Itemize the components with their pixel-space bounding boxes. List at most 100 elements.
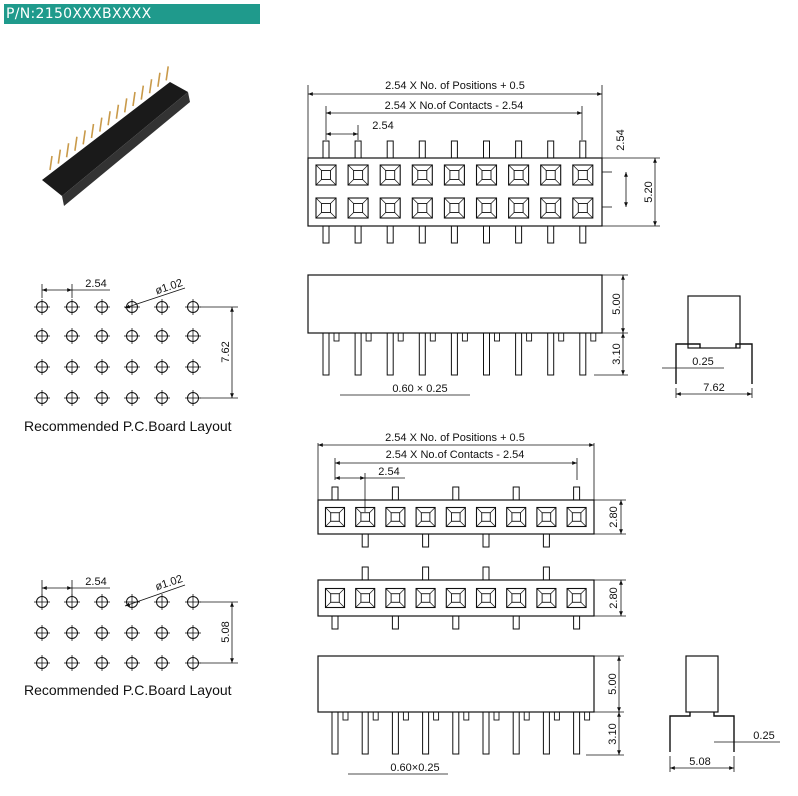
contact-cell <box>415 587 436 609</box>
side-pin-stub <box>494 332 500 342</box>
dim-contacts: 2.54 X No.of Contacts - 2.54 <box>385 100 524 112</box>
contact-cell <box>324 587 346 609</box>
pcb2-caption: Recommended P.C.Board Layout <box>24 682 232 698</box>
pcb-hole <box>154 390 170 406</box>
pcb-hole <box>94 299 110 315</box>
dim-pin-thickness: 0.25 <box>692 356 713 368</box>
contact-cell <box>315 197 337 219</box>
side-pin-stub <box>493 711 500 721</box>
lower-end-view: 5.08 0.25 <box>669 655 780 772</box>
contact-cell <box>415 506 436 528</box>
product-photo <box>42 66 190 206</box>
side-pin <box>547 332 555 376</box>
pcb-hole <box>94 594 110 610</box>
pcb-hole <box>185 625 201 641</box>
pcb-hole <box>64 328 80 344</box>
pcb-layout-2: 2.54 ø1.02 5.08 Recommended P.C.Board La… <box>24 573 238 698</box>
photo-pin <box>157 72 161 87</box>
side-pin-stub <box>461 332 468 342</box>
contact-cell <box>445 587 466 609</box>
lower-dim-height-a: 2.80 <box>608 506 620 527</box>
pin-bottom <box>418 225 426 244</box>
side-pin <box>418 332 426 376</box>
lower-dim-contacts: 2.54 X No.of Contacts - 2.54 <box>386 449 525 461</box>
contact-cell <box>572 197 594 219</box>
side-pin-stub <box>553 711 560 721</box>
side-pin <box>512 711 520 755</box>
side-pin-stub <box>463 711 470 721</box>
photo-pin <box>107 111 111 126</box>
pcb-hole <box>124 359 140 375</box>
lower-dim-width: 5.08 <box>689 756 710 768</box>
photo-pin <box>140 85 145 100</box>
pin-bottom <box>322 225 330 244</box>
side-pin-stub <box>433 711 440 721</box>
end-view: 7.62 0.25 <box>662 295 753 398</box>
pcb-hole <box>94 625 110 641</box>
side-pin <box>450 332 458 376</box>
side-pin-stub <box>526 332 533 342</box>
pcb-hole <box>185 655 201 671</box>
pin-top <box>450 140 458 159</box>
side-pin-stub <box>558 332 565 342</box>
photo-pin <box>90 123 95 139</box>
lower-dim-pin-thickness: 0.25 <box>753 730 774 742</box>
pin-bottom <box>452 615 460 630</box>
contact-cell <box>540 164 562 186</box>
side-pin-stub <box>397 332 404 342</box>
lower-dim-positions: 2.54 X No. of Positions + 0.5 <box>385 432 525 444</box>
pin-bottom <box>547 225 555 244</box>
pcb-hole <box>124 390 140 406</box>
contact-cell <box>355 587 376 609</box>
pcb-hole <box>94 390 110 406</box>
photo-pin <box>82 130 86 145</box>
side-pin-stub <box>333 332 340 342</box>
pcb-hole <box>64 655 80 671</box>
side-pin <box>452 711 460 755</box>
contact-cell <box>566 587 587 609</box>
pin-bottom <box>422 533 430 548</box>
pin-bottom <box>573 615 581 630</box>
pcb-hole <box>34 655 50 671</box>
contact-cell <box>445 506 466 528</box>
lower-top-view: 2.54 X No. of Positions + 0.5 2.54 X No.… <box>317 432 626 630</box>
pcb-layout-1: 2.54 ø1.02 7.62 Recommended P.C.Board La… <box>24 277 238 434</box>
pin-bottom <box>386 225 394 244</box>
pcb-hole <box>185 594 201 610</box>
side-pin <box>573 711 581 755</box>
pin-top <box>331 486 339 501</box>
pin-top <box>418 140 426 159</box>
pcb-hole <box>124 328 140 344</box>
contact-cell <box>411 164 433 186</box>
pcb-hole <box>34 299 50 315</box>
part-number-banner: P/N:2150XXXBXXXX <box>4 4 260 24</box>
dim-row-pitch: 2.54 <box>615 129 627 150</box>
pcb-hole <box>34 328 50 344</box>
pcb-hole <box>154 625 170 641</box>
pcb-hole <box>34 390 50 406</box>
lower-dim-pin: 3.10 <box>607 723 619 744</box>
contact-cell <box>475 164 498 186</box>
contact-cell <box>443 164 465 186</box>
pcb-hole <box>185 328 201 344</box>
side-pin <box>331 711 339 755</box>
photo-pin <box>65 143 70 158</box>
top-view: 2.54 X No. of Positions + 0.5 2.54 X No.… <box>307 80 660 244</box>
contact-cell <box>379 164 401 186</box>
side-pin <box>422 711 430 755</box>
pin-bottom <box>354 225 362 244</box>
photo-pin <box>165 66 169 81</box>
pin-top <box>542 566 550 581</box>
contact-cell <box>475 197 498 219</box>
pin-bottom <box>482 533 490 548</box>
contact-cell <box>572 164 594 186</box>
pin-top <box>386 140 394 159</box>
side-pin-stub <box>429 332 436 342</box>
pcb2-dim-pitch: 2.54 <box>85 576 106 588</box>
pcb-hole <box>124 625 140 641</box>
contact-cell <box>347 197 369 219</box>
pin-bottom <box>483 225 490 244</box>
photo-pin <box>115 104 120 119</box>
pin-top <box>452 486 460 501</box>
